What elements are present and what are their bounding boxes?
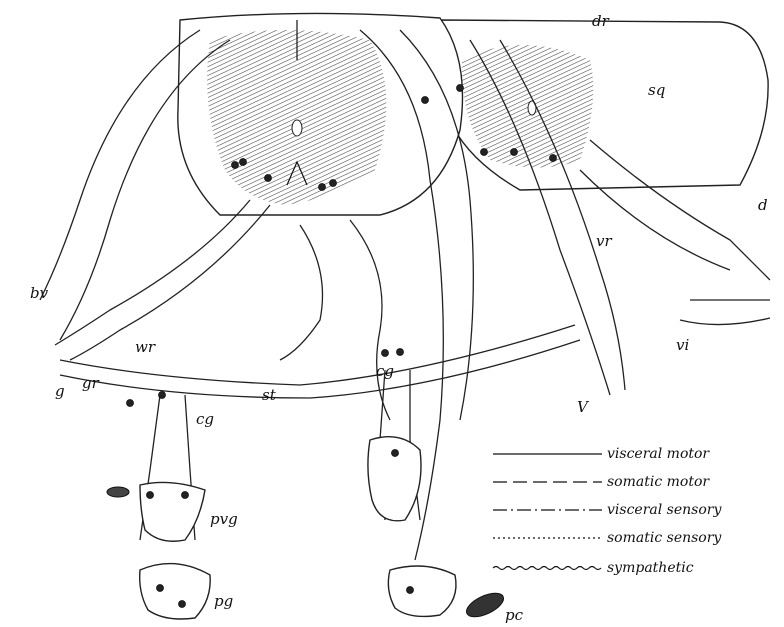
legend-label-sympathetic: sympathetic: [607, 560, 694, 576]
legend-label-somatic-motor: somatic motor: [607, 474, 710, 490]
ganglia: [107, 437, 507, 622]
label-bv: bv: [30, 284, 49, 302]
legend-label-visceral-motor: visceral motor: [607, 446, 710, 462]
rear-spinal-segment: [440, 20, 768, 190]
legend-line-sympathetic: [493, 567, 601, 570]
label-vi: vi: [676, 336, 689, 354]
label-d: d: [758, 196, 768, 214]
label-pc: pc: [505, 606, 524, 624]
label-gr: gr: [82, 374, 100, 392]
legend-label-somatic-sensory: somatic sensory: [607, 530, 722, 546]
label-pvg: pvg: [210, 510, 238, 528]
legend-label-visceral-sensory: visceral sensory: [607, 502, 722, 518]
label-g: g: [55, 382, 65, 400]
label-st: st: [262, 386, 277, 404]
label-cg-left: cg: [196, 410, 214, 428]
label-pg: pg: [214, 592, 233, 610]
label-sq: sq: [648, 81, 665, 99]
legend: visceral motor somatic motor visceral se…: [493, 446, 722, 576]
label-vr: vr: [596, 232, 612, 250]
label-dr: dr: [592, 12, 610, 30]
label-wr: wr: [135, 338, 156, 356]
label-cg-mid: cg: [376, 362, 394, 380]
label-v: V: [577, 398, 590, 416]
